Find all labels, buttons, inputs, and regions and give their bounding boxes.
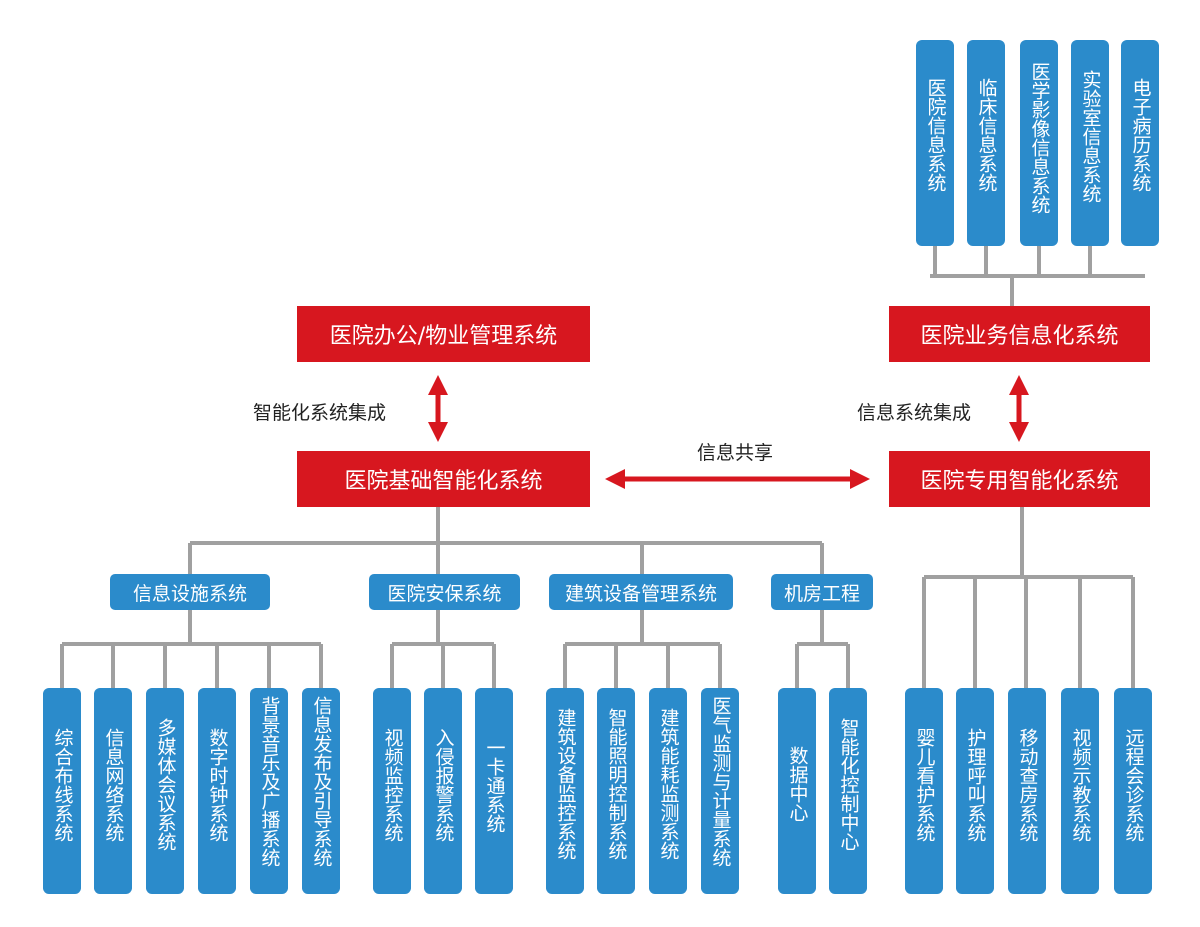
- top-system-lis: 实验室信息系统: [1071, 40, 1109, 246]
- leaf-building-equipment-control: 建筑设备监控系统: [546, 688, 584, 894]
- leaf-label: 背景音乐及广播系统: [258, 696, 281, 867]
- leaf-mobile-ward-round: 移动查房系统: [1008, 688, 1046, 894]
- leaf-intelligent-lighting: 智能照明控制系统: [597, 688, 635, 894]
- leaf-video-teaching: 视频示教系统: [1061, 688, 1099, 894]
- group-machine-room: 机房工程: [771, 574, 873, 610]
- leaf-label: 医气监测与计量系统: [709, 696, 732, 867]
- group-info-facility: 信息设施系统: [110, 574, 270, 610]
- leaf-remote-consultation: 远程会诊系统: [1114, 688, 1152, 894]
- top-system-his: 医院信息系统: [916, 40, 954, 246]
- leaf-video-surveillance: 视频监控系统: [373, 688, 411, 894]
- leaf-structured-cabling: 综合布线系统: [43, 688, 81, 894]
- top-system-emr: 电子病历系统: [1121, 40, 1159, 246]
- top-system-label: 临床信息系统: [975, 78, 998, 192]
- leaf-label: 入侵报警系统: [432, 728, 455, 842]
- leaf-digital-clock: 数字时钟系统: [198, 688, 236, 894]
- group-security: 医院安保系统: [369, 574, 520, 610]
- sharing-label: 信息共享: [697, 442, 774, 464]
- leaf-label: 视频监控系统: [381, 728, 404, 842]
- leaf-label: 护理呼叫系统: [964, 728, 987, 842]
- leaf-label: 婴儿看护系统: [913, 728, 936, 842]
- leaf-energy-monitoring: 建筑能耗监测系统: [649, 688, 687, 894]
- group-building-management: 建筑设备管理系统: [549, 574, 733, 610]
- leaf-label: 多媒体会议系统: [154, 718, 177, 851]
- leaf-info-network: 信息网络系统: [94, 688, 132, 894]
- leaf-multimedia-conference: 多媒体会议系统: [146, 688, 184, 894]
- leaf-label: 建筑设备监控系统: [554, 708, 577, 860]
- leaf-label: 建筑能耗监测系统: [657, 708, 680, 860]
- leaf-label: 一卡通系统: [483, 738, 506, 833]
- leaf-info-release: 信息发布及引导系统: [302, 688, 340, 894]
- leaf-data-center: 数据中心: [778, 688, 816, 894]
- business-system-box: 医院业务信息化系统: [889, 306, 1150, 362]
- leaf-label: 视频示教系统: [1069, 728, 1092, 842]
- leaf-medical-gas-monitoring: 医气监测与计量系统: [701, 688, 739, 894]
- leaf-label: 信息发布及引导系统: [310, 696, 333, 867]
- leaf-label: 综合布线系统: [51, 728, 74, 842]
- top-system-label: 医学影像信息系统: [1028, 62, 1051, 214]
- basic-system-box: 医院基础智能化系统: [297, 451, 590, 507]
- leaf-label: 移动查房系统: [1016, 728, 1039, 842]
- leaf-label: 信息网络系统: [102, 728, 125, 842]
- leaf-label: 智能照明控制系统: [605, 708, 628, 860]
- leaf-intrusion-alarm: 入侵报警系统: [424, 688, 462, 894]
- office-system-box: 医院办公/物业管理系统: [297, 306, 590, 362]
- special-system-box: 医院专用智能化系统: [889, 451, 1150, 507]
- leaf-control-center: 智能化控制中心: [829, 688, 867, 894]
- top-system-label: 实验室信息系统: [1079, 70, 1102, 203]
- leaf-label: 远程会诊系统: [1122, 728, 1145, 842]
- leaf-label: 智能化控制中心: [837, 718, 860, 851]
- leaf-infant-care: 婴儿看护系统: [905, 688, 943, 894]
- leaf-label: 数据中心: [786, 746, 809, 822]
- leaf-background-music: 背景音乐及广播系统: [250, 688, 288, 894]
- top-system-label: 电子病历系统: [1129, 78, 1152, 192]
- leaf-label: 数字时钟系统: [206, 728, 229, 842]
- integration-left-label: 智能化系统集成: [253, 402, 387, 424]
- top-system-label: 医院信息系统: [924, 78, 947, 192]
- leaf-nurse-call: 护理呼叫系统: [956, 688, 994, 894]
- top-system-cis: 临床信息系统: [967, 40, 1005, 246]
- leaf-one-card: 一卡通系统: [475, 688, 513, 894]
- top-system-pacs: 医学影像信息系统: [1020, 40, 1058, 246]
- integration-right-label: 信息系统集成: [857, 402, 972, 424]
